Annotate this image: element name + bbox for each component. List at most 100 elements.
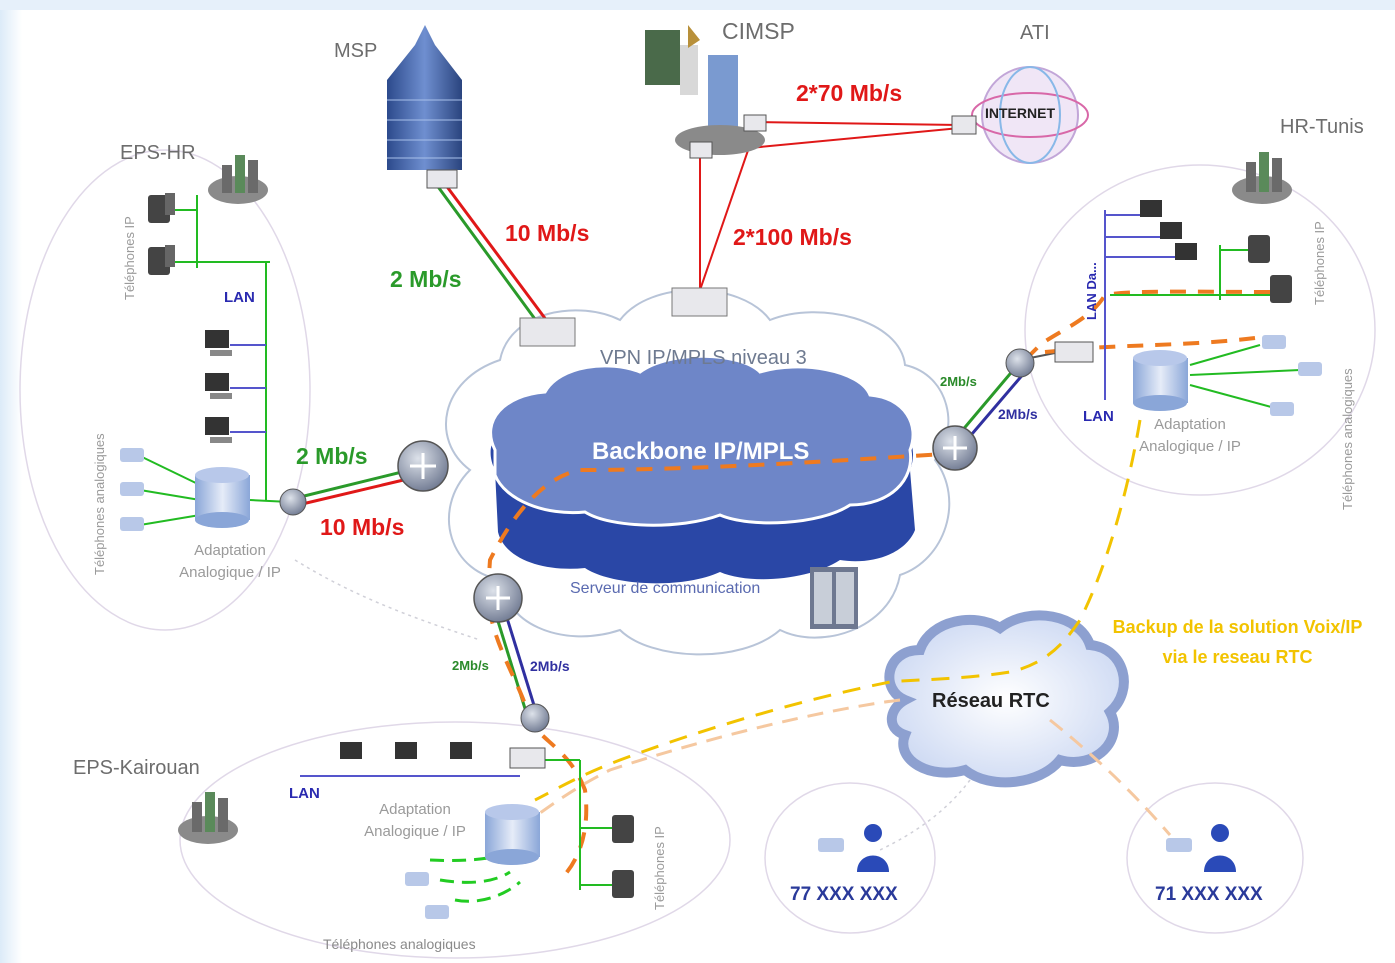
kairouan-pc-b	[395, 742, 417, 759]
eps-kairouan-zone	[179, 721, 731, 959]
switch-vpn-top	[671, 287, 728, 317]
site-label-eps-kairouan: EPS-Kairouan	[73, 757, 200, 779]
hrtunis-pc-a	[1140, 200, 1162, 217]
hrtunis-pc-c	[1175, 243, 1197, 260]
backup-note: Backup de la solution Voix/IP via le res…	[1080, 612, 1395, 672]
link-label-msp-green: 2 Mb/s	[390, 266, 462, 292]
site-label-hr-tunis: HR-Tunis	[1280, 116, 1364, 138]
epshr-analog-phone-link-b	[139, 489, 201, 501]
peach-backup-path-left	[529, 698, 901, 822]
link-label-cimsp-ati: 2*70 Mb/s	[796, 80, 903, 106]
hrtunis-pc-b	[1160, 222, 1182, 239]
link-label-epshr-green: 2 Mb/s	[296, 443, 368, 469]
adapter-label-kairouan: Adaptation Analogique / IP	[335, 799, 495, 843]
router-hrtunis-core	[932, 425, 978, 471]
link-label-msp-red: 10 Mb/s	[505, 220, 590, 246]
site-label-ati: ATI	[1020, 22, 1050, 44]
msp-green-link	[434, 183, 545, 331]
kairouan-green-dashes	[429, 848, 521, 903]
epshr-analog-phone-c	[120, 517, 144, 531]
hrtunis-analog-phone-a	[1262, 335, 1286, 349]
server-label: Serveur de communication	[570, 580, 761, 597]
hrtunis-adapter	[1133, 350, 1188, 411]
msp-tower	[387, 25, 462, 170]
kairouan-adapter	[485, 804, 540, 865]
switch-kairouan	[509, 747, 546, 769]
lan-label-kairouan: LAN	[289, 785, 320, 802]
vpn-label: VPN IP/MPLS niveau 3	[600, 347, 807, 369]
dotted-link-b	[879, 779, 971, 851]
ip-phones-label-epshr: Téléphones IP	[122, 216, 137, 300]
epshr-analog-phone-a	[120, 448, 144, 462]
hrtunis-analog-link-b	[1189, 369, 1301, 376]
link-label-cimsp-backbone: 2*100 Mb/s	[733, 224, 852, 250]
lan-data-label-hrtunis: LAN Da...	[1084, 262, 1099, 320]
epshr-red-link	[297, 476, 413, 507]
switch-msp	[426, 169, 458, 189]
epshr-pc-b	[205, 373, 232, 399]
communication-server	[810, 567, 858, 629]
epshr-building	[208, 155, 268, 204]
epshr-adapter	[195, 467, 250, 528]
kairouan-pc-a	[340, 742, 362, 759]
eps-hr-zone	[19, 149, 311, 631]
epshr-analog-phone-link-a	[139, 455, 201, 486]
hrtunis-ip-phone-a	[1248, 235, 1270, 263]
hrtunis-analog-link-a	[1189, 344, 1261, 366]
peach-backup-path-right	[1049, 718, 1172, 836]
backup-note-line2: via le reseau RTC	[1162, 647, 1313, 667]
rtc-cloud	[884, 610, 1129, 788]
kairouan-analog-phone-a	[405, 872, 429, 886]
kairouan-ip-phone-b	[612, 870, 634, 898]
kairouan-building	[178, 792, 238, 844]
yellow-backup-path	[534, 419, 1142, 802]
internet-label: INTERNET	[985, 105, 1055, 121]
router-epshr-edge	[279, 488, 307, 516]
adapter-label-epshr-line1: Adaptation	[194, 542, 266, 559]
epshr-ip-phone-a	[148, 193, 175, 223]
epshr-green-link	[295, 468, 411, 500]
cimsp-buildings	[645, 25, 765, 155]
epshr-analog-phone-link-c	[139, 514, 201, 526]
epshr-pc-a	[205, 330, 232, 356]
phone-number-right: 71 XXX XXX	[1155, 884, 1263, 905]
backbone-cloud	[489, 354, 915, 527]
backbone-label: Backbone IP/MPLS	[592, 438, 810, 465]
adapter-label-kairouan-line2: Analogique / IP	[364, 823, 466, 840]
kairouan-pc-c	[450, 742, 472, 759]
ip-phones-label-kairouan: Téléphones IP	[652, 826, 667, 910]
internet-globe	[971, 66, 1089, 164]
switch-ati	[951, 115, 977, 135]
switch-vpn-left	[519, 317, 576, 347]
kairouan-analog-phone-b	[425, 905, 449, 919]
adapter-label-epshr: Adaptation Analogique / IP	[150, 540, 310, 584]
adapter-label-epshr-line2: Analogique / IP	[179, 564, 281, 581]
kairouan-ip-phone-a	[612, 815, 634, 843]
router-kairouan-edge	[520, 703, 550, 733]
site-label-cimsp: CIMSP	[722, 18, 795, 44]
site-label-eps-hr: EPS-HR	[120, 142, 196, 164]
epshr-ip-phone-b	[148, 245, 175, 275]
analog-phones-label-kairouan: Téléphones analogiques	[323, 936, 476, 952]
backup-note-line1: Backup de la solution Voix/IP	[1112, 617, 1363, 637]
analog-phones-label-hrtunis: Téléphones analogiques	[1340, 368, 1355, 510]
hrtunis-analog-link-c	[1189, 384, 1276, 409]
kairouan-blue-link	[501, 604, 539, 716]
link-label-hrtunis-blue: 2Mb/s	[998, 406, 1038, 422]
router-epshr-core	[397, 440, 449, 492]
hrtunis-analog-phone-b	[1298, 362, 1322, 376]
ip-phones-label-hrtunis: Téléphones IP	[1312, 221, 1327, 305]
switch-cimsp-a	[689, 141, 713, 159]
rtc-label: Réseau RTC	[932, 690, 1050, 712]
site-label-msp: MSP	[334, 40, 378, 62]
phone-number-left: 77 XXX XXX	[790, 884, 898, 905]
adapter-label-kairouan-line1: Adaptation	[379, 801, 451, 818]
subscriber-zone-left	[764, 782, 936, 934]
epshr-analog-phone-b	[120, 482, 144, 496]
cimsp-ati-link-a	[756, 121, 961, 126]
router-hrtunis-edge	[1005, 348, 1035, 378]
adapter-label-hrtunis-line2: Analogique / IP	[1139, 438, 1241, 455]
link-label-kairouan-green: 2Mb/s	[452, 658, 489, 673]
